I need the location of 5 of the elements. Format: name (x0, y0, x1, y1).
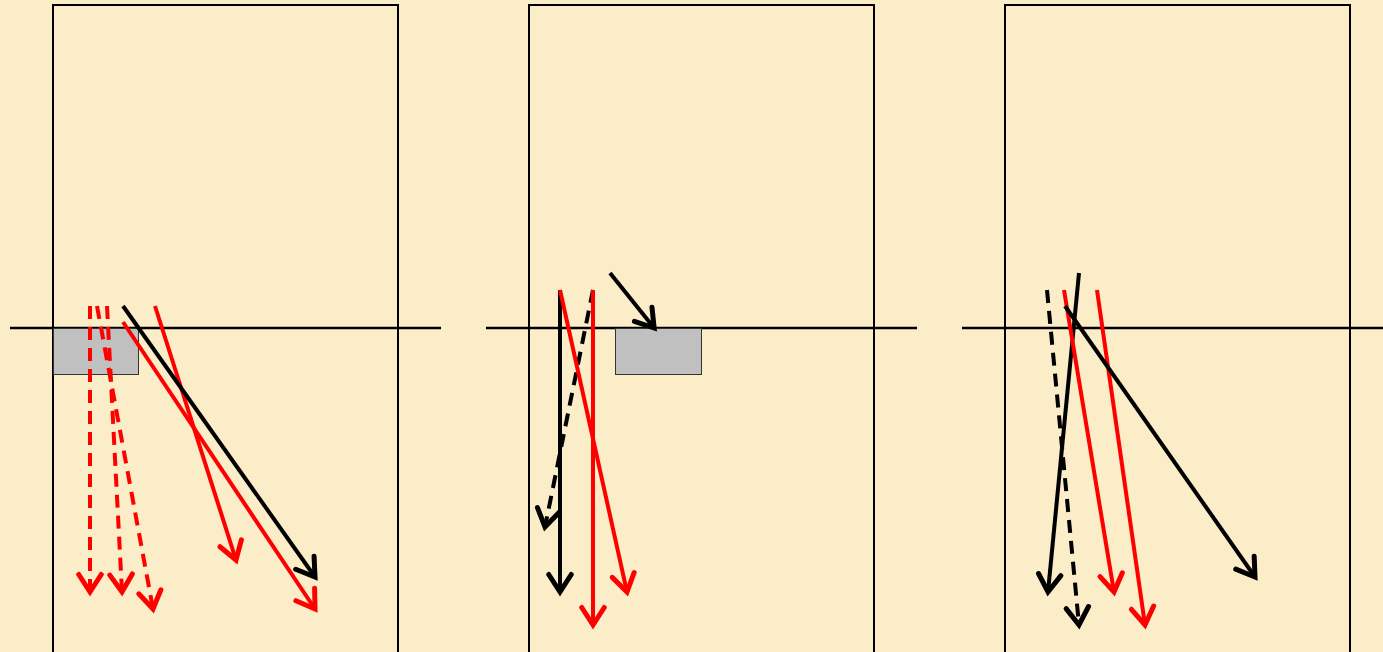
court-outline (52, 4, 399, 652)
block-box (614, 327, 702, 375)
court-outline (1004, 4, 1351, 652)
court-outline (528, 4, 875, 652)
trajectory-arrow (608, 271, 657, 331)
